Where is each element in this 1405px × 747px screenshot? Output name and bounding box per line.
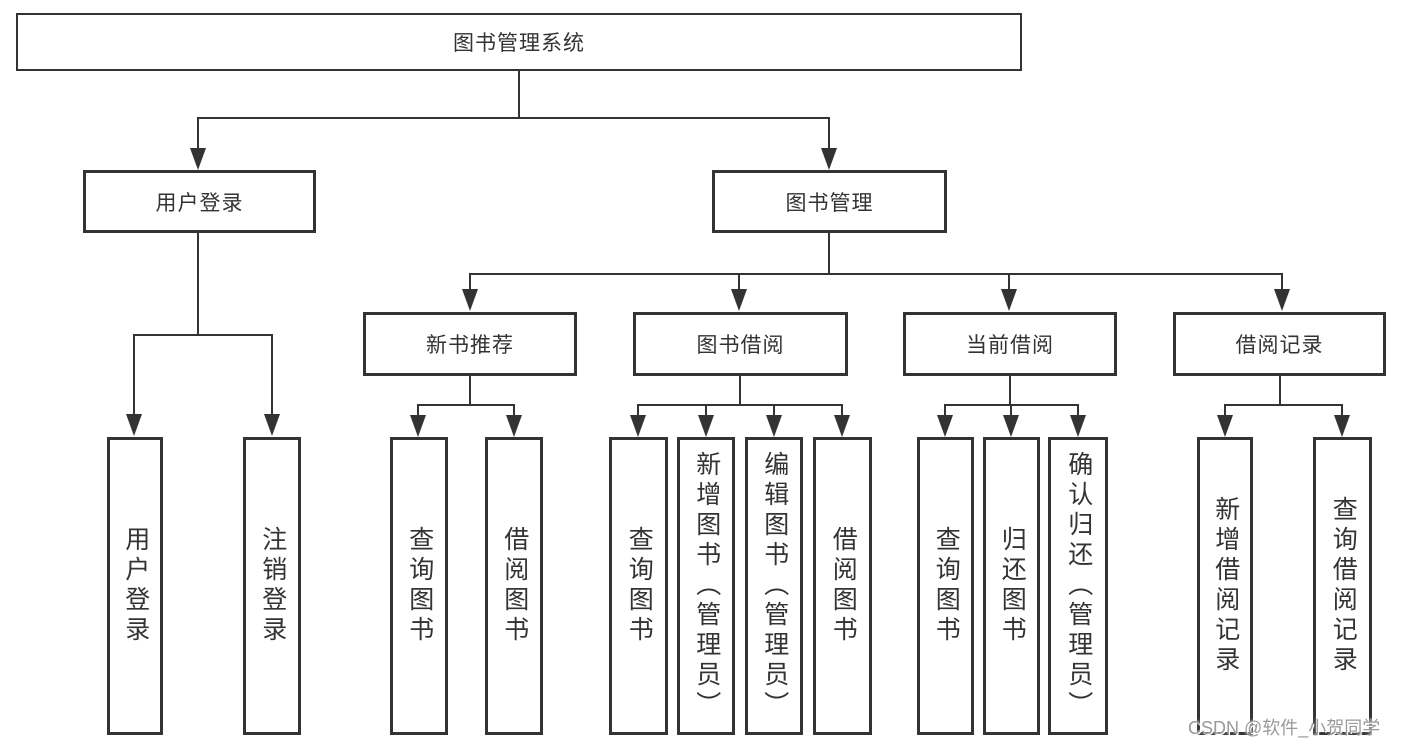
connector-line bbox=[944, 404, 946, 416]
connector-line bbox=[469, 273, 471, 291]
connector-line bbox=[417, 404, 515, 406]
leaf-add-books-admin: 新增图书（管理员） bbox=[677, 437, 735, 735]
connector-line bbox=[1341, 404, 1343, 416]
arrow-down-icon bbox=[821, 148, 837, 170]
leaf-user-login: 用户登录 bbox=[107, 437, 163, 735]
leaf-logout-login: 注销登录 bbox=[243, 437, 301, 735]
arrow-down-icon bbox=[1334, 415, 1350, 437]
connector-line bbox=[271, 334, 273, 415]
watermark: CSDN @软件_小贺同学 bbox=[1188, 718, 1381, 738]
node-label: 注销登录 bbox=[258, 526, 287, 646]
node-label: 查询图书 bbox=[625, 526, 654, 646]
arrow-down-icon bbox=[698, 415, 714, 437]
arrow-down-icon bbox=[506, 415, 522, 437]
arrow-down-icon bbox=[410, 415, 426, 437]
leaf-query-books-current: 查询图书 bbox=[917, 437, 974, 735]
connector-line bbox=[197, 233, 199, 336]
connector-line bbox=[1077, 404, 1079, 416]
node-label: 新增借阅记录 bbox=[1211, 496, 1240, 676]
connector-line bbox=[841, 404, 843, 416]
node-label: 新增图书（管理员） bbox=[692, 451, 721, 721]
connector-line bbox=[705, 404, 707, 416]
connector-line bbox=[513, 404, 515, 416]
arrow-down-icon bbox=[1274, 289, 1290, 311]
leaf-confirm-return-admin: 确认归还（管理员） bbox=[1048, 437, 1108, 735]
connector-line bbox=[828, 117, 830, 149]
arrow-down-icon bbox=[1070, 415, 1086, 437]
connector-line bbox=[738, 273, 740, 291]
arrow-down-icon bbox=[937, 415, 953, 437]
arrow-down-icon bbox=[731, 289, 747, 311]
node-label: 用户登录 bbox=[155, 191, 244, 215]
arrow-down-icon bbox=[1003, 415, 1019, 437]
node-label: 借阅图书 bbox=[500, 526, 529, 646]
connector-line bbox=[1224, 404, 1343, 406]
node-user-login: 用户登录 bbox=[83, 170, 316, 233]
node-label: 查询图书 bbox=[405, 526, 434, 646]
node-label: 查询借阅记录 bbox=[1329, 496, 1358, 676]
leaf-query-books-recommend: 查询图书 bbox=[390, 437, 448, 735]
leaf-edit-books-admin: 编辑图书（管理员） bbox=[745, 437, 803, 735]
leaf-query-books-borrowing: 查询图书 bbox=[609, 437, 668, 735]
arrow-down-icon bbox=[630, 415, 646, 437]
arrow-down-icon bbox=[190, 148, 206, 170]
connector-line bbox=[1009, 376, 1011, 406]
leaf-add-borrow-record: 新增借阅记录 bbox=[1197, 437, 1253, 735]
node-book-management: 图书管理 bbox=[712, 170, 947, 233]
connector-line bbox=[133, 334, 135, 415]
node-label: 借阅图书 bbox=[829, 526, 858, 646]
connector-line bbox=[1281, 273, 1283, 291]
arrow-down-icon bbox=[834, 415, 850, 437]
connector-line bbox=[133, 334, 273, 336]
connector-line bbox=[828, 233, 830, 275]
connector-line bbox=[637, 404, 843, 406]
node-current-borrowing: 当前借阅 bbox=[903, 312, 1117, 376]
node-label: 用户登录 bbox=[121, 526, 150, 646]
connector-line bbox=[469, 376, 471, 406]
node-label: 归还图书 bbox=[998, 526, 1027, 646]
node-new-book-recommend: 新书推荐 bbox=[363, 312, 577, 376]
leaf-borrow-books-recommend: 借阅图书 bbox=[485, 437, 543, 735]
connector-line bbox=[197, 117, 199, 149]
node-label: 图书管理系统 bbox=[453, 32, 585, 55]
node-label: 图书借阅 bbox=[696, 334, 785, 357]
connector-line bbox=[197, 117, 830, 119]
node-label: 图书管理 bbox=[785, 191, 874, 215]
connector-line bbox=[1008, 273, 1010, 291]
connector-line bbox=[1224, 404, 1226, 416]
arrow-down-icon bbox=[126, 414, 142, 436]
node-label: 当前借阅 bbox=[966, 334, 1054, 357]
arrow-down-icon bbox=[1001, 289, 1017, 311]
arrow-down-icon bbox=[766, 415, 782, 437]
node-root: 图书管理系统 bbox=[16, 13, 1022, 71]
leaf-query-borrow-record: 查询借阅记录 bbox=[1313, 437, 1372, 735]
leaf-return-books: 归还图书 bbox=[983, 437, 1040, 735]
connector-line bbox=[518, 70, 520, 118]
connector-line bbox=[773, 404, 775, 416]
arrow-down-icon bbox=[1217, 415, 1233, 437]
connector-line bbox=[1279, 376, 1281, 406]
arrow-down-icon bbox=[264, 414, 280, 436]
connector-line bbox=[417, 404, 419, 416]
node-borrow-records: 借阅记录 bbox=[1173, 312, 1386, 376]
connector-line bbox=[1010, 404, 1012, 416]
node-book-borrowing: 图书借阅 bbox=[633, 312, 848, 376]
connector-line bbox=[469, 273, 1283, 275]
arrow-down-icon bbox=[462, 289, 478, 311]
node-label: 新书推荐 bbox=[426, 334, 514, 357]
connector-line bbox=[739, 376, 741, 406]
node-label: 借阅记录 bbox=[1235, 334, 1324, 357]
node-label: 确认归还（管理员） bbox=[1064, 451, 1093, 721]
leaf-borrow-books-borrowing: 借阅图书 bbox=[813, 437, 872, 735]
node-label: 编辑图书（管理员） bbox=[760, 451, 789, 721]
node-label: 查询图书 bbox=[932, 526, 961, 646]
connector-line bbox=[637, 404, 639, 416]
